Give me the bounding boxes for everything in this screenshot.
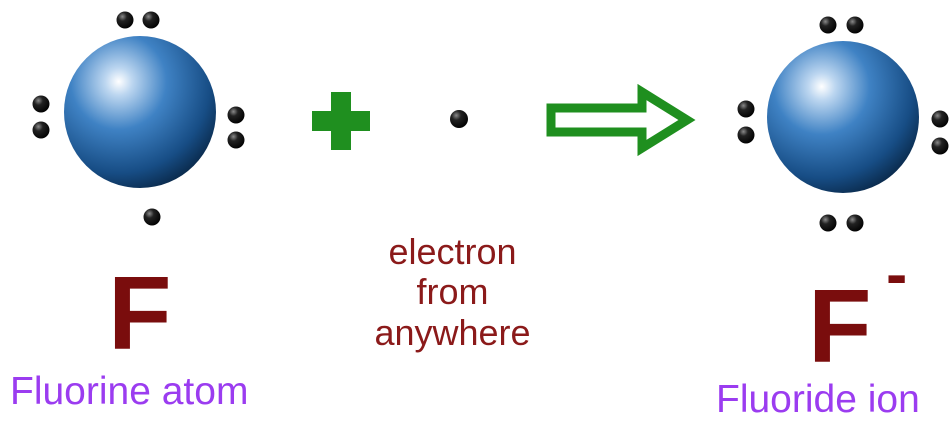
fluorine-valence-electrons [32, 11, 245, 226]
plus-sign-icon [312, 92, 370, 150]
electron-dot-icon [931, 137, 949, 155]
fluoride-symbol: F [808, 269, 872, 385]
electron-dot-icon [143, 208, 161, 226]
fluorine-atom [32, 11, 245, 226]
fluoride-valence-electrons [737, 16, 949, 232]
fluoride-ion-label: Fluoride ion [716, 378, 920, 421]
electron-dot-icon [846, 214, 864, 232]
electron-dot-icon [32, 121, 50, 139]
electron-dot-icon [737, 126, 755, 144]
electron-dot-icon [819, 214, 837, 232]
electron-dot-icon [819, 16, 837, 34]
fluorine-atom-sphere-icon [64, 36, 216, 188]
free-electron-dot-icon [450, 110, 468, 128]
electron-dot-icon [737, 100, 755, 118]
fluorine-atom-label: Fluorine atom [10, 370, 249, 413]
electron-note-line-3: anywhere [374, 311, 531, 353]
fluoride-ion [737, 16, 949, 232]
electron-dot-icon [227, 106, 245, 124]
fluorine-symbol: F [108, 256, 172, 372]
fluoride-charge: - [886, 238, 908, 310]
fluoride-ion-sphere-icon [767, 41, 919, 193]
electron-dot-icon [227, 131, 245, 149]
electron-dot-icon [116, 11, 134, 29]
electron-dot-icon [32, 95, 50, 113]
reaction-arrow-icon [546, 83, 696, 157]
electron-dot-icon [846, 16, 864, 34]
electron-source-note: electron from anywhere [355, 231, 550, 353]
electron-note-line-1: electron [388, 231, 517, 272]
electron-dot-icon [931, 110, 949, 128]
electron-dot-icon [142, 11, 160, 29]
electron-note-line-2: from [416, 271, 489, 313]
